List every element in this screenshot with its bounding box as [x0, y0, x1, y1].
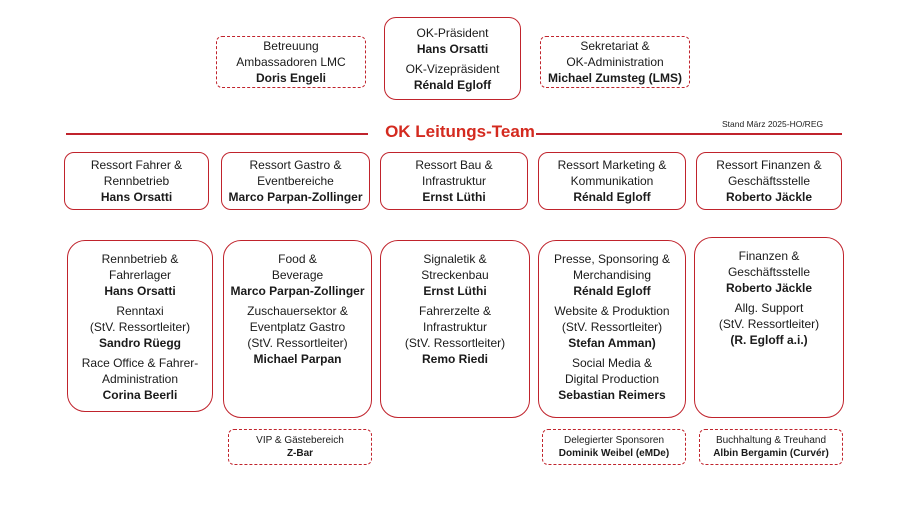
ok-praesident-box: OK-Präsident Hans Orsatti OK-Vizepräside…	[384, 17, 521, 100]
ressort-bau-name: Ernst Lüthi	[422, 190, 486, 204]
ressort-marketing-l1: Ressort Marketing &	[557, 158, 667, 172]
extra-finanzen-l1: Buchhaltung & Treuhand	[715, 435, 827, 446]
extra-gastro-l1: VIP & Gästebereich	[256, 435, 344, 446]
team-marketing-a1: Presse, Sponsoring &	[553, 252, 671, 266]
team-fahrer-an: Hans Orsatti	[104, 284, 176, 298]
team-gastro-a1: Food &	[278, 252, 317, 266]
team-fahrer-bn: Sandro Rüegg	[98, 336, 181, 350]
team-gastro: Food & Beverage Marco Parpan-Zollinger Z…	[223, 240, 372, 418]
team-marketing-an: Rénald Egloff	[573, 284, 651, 298]
team-gastro-b1: Zuschauersektor &	[247, 304, 348, 318]
team-fahrer-c1: Race Office & Fahrer-	[81, 356, 199, 370]
team-finanzen-a2: Geschäftsstelle	[727, 265, 811, 279]
team-marketing-b1: Website & Produktion	[554, 304, 670, 318]
team-fahrer-a2: Fahrerlager	[108, 268, 172, 282]
team-marketing-cn: Sebastian Reimers	[558, 388, 666, 402]
ressort-finanzen: Ressort Finanzen & Geschäftsstelle Rober…	[696, 152, 842, 210]
sekretariat-role-1: Sekretariat &	[580, 39, 650, 53]
team-finanzen: Finanzen & Geschäftsstelle Roberto Jäckl…	[694, 237, 844, 418]
ressort-gastro-name: Marco Parpan-Zollinger	[228, 190, 363, 204]
team-fahrer-b1: Renntaxi	[116, 304, 164, 318]
sekretariat-role-2: OK-Administration	[566, 55, 664, 69]
ressort-fahrer-l2: Rennbetrieb	[103, 174, 170, 188]
team-gastro-an: Marco Parpan-Zollinger	[230, 284, 365, 298]
team-marketing: Presse, Sponsoring & Merchandising Rénal…	[538, 240, 686, 418]
extra-marketing-name: Dominik Weibel (eMDe)	[558, 448, 670, 459]
team-fahrer-a1: Rennbetrieb &	[101, 252, 179, 266]
ambassadoren-role-2: Ambassadoren LMC	[236, 55, 346, 69]
extra-marketing-l1: Delegierter Sponsoren	[563, 435, 665, 446]
team-marketing-a2: Merchandising	[572, 268, 652, 282]
team-marketing-c1: Social Media &	[571, 356, 653, 370]
team-bau-bn: Remo Riedi	[421, 352, 488, 366]
extra-finanzen-name: Albin Bergamin (Curvér)	[713, 448, 829, 459]
team-bau-b2: Infrastruktur	[422, 320, 488, 334]
ressort-fahrer-name: Hans Orsatti	[100, 190, 173, 204]
team-finanzen-b1: Allg. Support	[734, 301, 804, 315]
team-bau-an: Ernst Lüthi	[423, 284, 487, 298]
team-finanzen-a1: Finanzen &	[738, 249, 800, 263]
ressort-finanzen-l2: Geschäftsstelle	[727, 174, 811, 188]
team-fahrer-b2: (StV. Ressortleiter)	[89, 320, 191, 334]
extra-gastro: VIP & Gästebereich Z-Bar	[228, 429, 372, 465]
ressort-fahrer-l1: Ressort Fahrer &	[90, 158, 183, 172]
vizepraesident-role: OK-Vizepräsident	[405, 61, 500, 76]
team-bau-b1: Fahrerzelte &	[418, 304, 492, 318]
team-fahrer-cn: Corina Beerli	[102, 388, 178, 402]
team-marketing-bn: Stefan Amman)	[568, 336, 656, 350]
ressort-fahrer: Ressort Fahrer & Rennbetrieb Hans Orsatt…	[64, 152, 209, 210]
ressort-bau-l1: Ressort Bau &	[415, 158, 493, 172]
extra-marketing: Delegierter Sponsoren Dominik Weibel (eM…	[542, 429, 686, 465]
ambassadoren-name: Doris Engeli	[255, 71, 326, 85]
ressort-gastro: Ressort Gastro & Eventbereiche Marco Par…	[221, 152, 370, 210]
vizepraesident-name: Rénald Egloff	[413, 77, 492, 92]
extra-finanzen: Buchhaltung & Treuhand Albin Bergamin (C…	[699, 429, 843, 465]
leitungsteam-title: OK Leitungs-Team	[385, 122, 535, 141]
team-finanzen-an: Roberto Jäckle	[725, 281, 813, 295]
ressort-bau: Ressort Bau & Infrastruktur Ernst Lüthi	[380, 152, 528, 210]
ressort-finanzen-name: Roberto Jäckle	[725, 190, 813, 204]
team-fahrer: Rennbetrieb & Fahrerlager Hans Orsatti R…	[67, 240, 213, 412]
title-line-left	[66, 133, 368, 135]
team-bau: Signaletik & Streckenbau Ernst Lüthi Fah…	[380, 240, 530, 418]
team-marketing-c2: Digital Production	[564, 372, 660, 386]
team-bau-a2: Streckenbau	[421, 268, 489, 282]
ressort-marketing-name: Rénald Egloff	[573, 190, 651, 204]
team-gastro-b3: (StV. Ressortleiter)	[247, 336, 348, 350]
team-gastro-b2: Eventplatz Gastro	[249, 320, 346, 334]
team-finanzen-bn: (R. Egloff a.i.)	[730, 333, 808, 347]
ressort-finanzen-l1: Ressort Finanzen &	[716, 158, 822, 172]
title-line-right	[536, 133, 842, 135]
ambassadoren-box: Betreuung Ambassadoren LMC Doris Engeli	[216, 36, 366, 88]
team-marketing-b2: (StV. Ressortleiter)	[561, 320, 663, 334]
team-finanzen-b2: (StV. Ressortleiter)	[718, 317, 820, 331]
praesident-role: OK-Präsident	[416, 25, 489, 40]
praesident-name: Hans Orsatti	[416, 41, 489, 56]
ressort-gastro-l2: Eventbereiche	[257, 174, 334, 188]
sekretariat-name: Michael Zumsteg (LMS)	[547, 71, 682, 85]
sekretariat-box: Sekretariat & OK-Administration Michael …	[540, 36, 690, 88]
team-gastro-bn: Michael Parpan	[253, 352, 342, 366]
stand-date: Stand März 2025-HO/REG	[722, 119, 824, 129]
ambassadoren-role-1: Betreuung	[263, 39, 319, 53]
ressort-marketing: Ressort Marketing & Kommunikation Rénald…	[538, 152, 686, 210]
team-bau-a1: Signaletik &	[423, 252, 487, 266]
team-bau-b3: (StV. Ressortleiter)	[404, 336, 506, 350]
extra-gastro-name: Z-Bar	[286, 448, 314, 459]
team-fahrer-c2: Administration	[101, 372, 179, 386]
ressort-bau-l2: Infrastruktur	[421, 174, 487, 188]
ressort-marketing-l2: Kommunikation	[570, 174, 654, 188]
ressort-gastro-l1: Ressort Gastro &	[249, 158, 342, 172]
team-gastro-a2: Beverage	[271, 268, 324, 282]
